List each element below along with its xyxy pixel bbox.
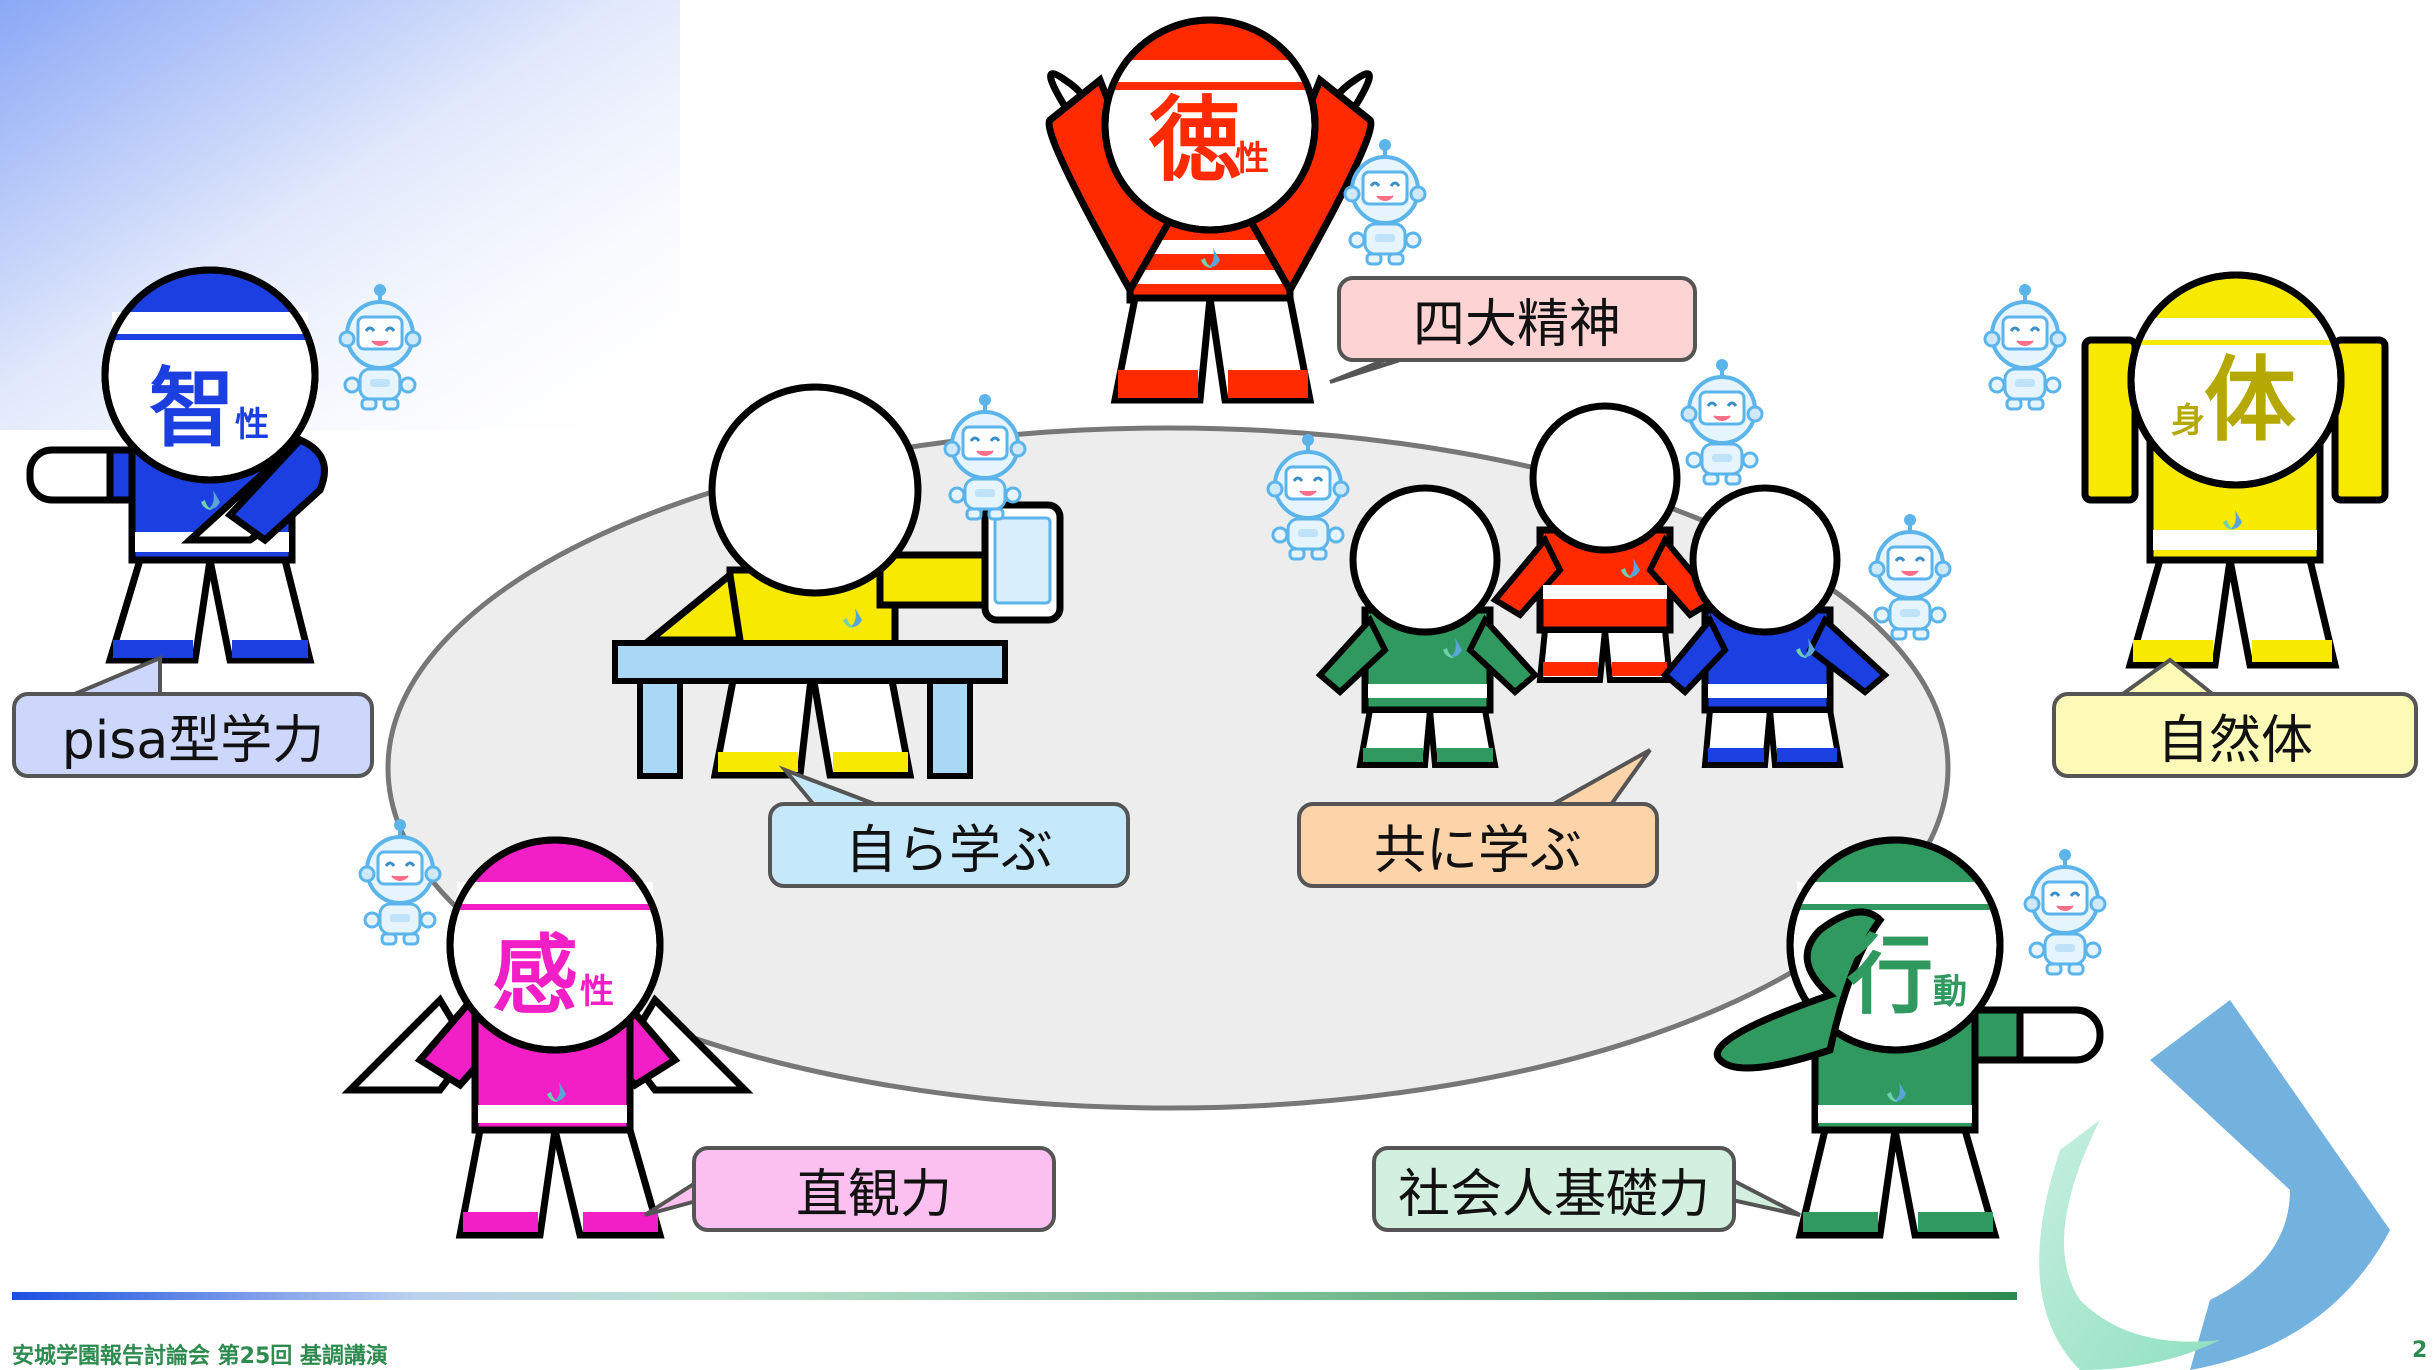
sense-caption: 直観力 [795, 1164, 952, 1225]
action-small-char: 動 [1933, 972, 1967, 1012]
sense-big-char: 感 [492, 926, 578, 1026]
robot-icon [2023, 847, 2107, 976]
robot-icon [1983, 282, 2067, 411]
virtue-small-char: 性 [1235, 139, 1269, 179]
self-learning-label: 自ら学ぶ [844, 820, 1053, 881]
virtue-caption: 四大精神 [1412, 294, 1621, 355]
virtue-big-char: 徳 [1148, 87, 1241, 194]
learning-together-bubble: 共に学ぶ [1297, 802, 1659, 888]
robot-icon [1868, 512, 1952, 641]
figure-action [1713, 836, 2104, 1239]
action-caption-bubble: 社会人基礎力 [1372, 1146, 1736, 1232]
virtue-caption-bubble: 四大精神 [1337, 276, 1697, 362]
school-logo [2039, 1000, 2390, 1370]
sense-caption-bubble: 直観力 [692, 1146, 1056, 1232]
footer-title: 安城学園報告討論会 第25回 基調講演 [12, 1344, 388, 1369]
figure-virtue [1045, 16, 1375, 404]
figure-sense [341, 836, 754, 1239]
robot-icon [1680, 357, 1764, 486]
physical-caption-bubble: 自然体 [2052, 692, 2418, 778]
learning-together-label: 共に学ぶ [1373, 820, 1582, 881]
robot-icon [943, 392, 1027, 521]
footer-line [12, 1292, 2017, 1300]
action-caption: 社会人基礎力 [1397, 1164, 1710, 1225]
intellect-big-char: 智 [149, 359, 235, 459]
self-learning-bubble: 自ら学ぶ [768, 802, 1130, 888]
figure-intellect [26, 266, 328, 664]
physical-small-char: 身 [2171, 401, 2205, 441]
figure-physical [2081, 271, 2389, 669]
intellect-caption-bubble: pisa型学力 [12, 692, 374, 778]
intellect-caption: pisa型学力 [61, 710, 325, 771]
physical-caption: 自然体 [2156, 710, 2313, 771]
physical-big-char: 体 [2204, 347, 2296, 454]
intellect-small-char: 性 [235, 405, 269, 445]
action-big-char: 行 [1847, 926, 1933, 1026]
learning-together-scene [1315, 402, 1890, 768]
sense-small-char: 性 [580, 972, 614, 1012]
self-learning-scene [612, 383, 1064, 779]
page-number: 2 [2412, 1338, 2428, 1363]
